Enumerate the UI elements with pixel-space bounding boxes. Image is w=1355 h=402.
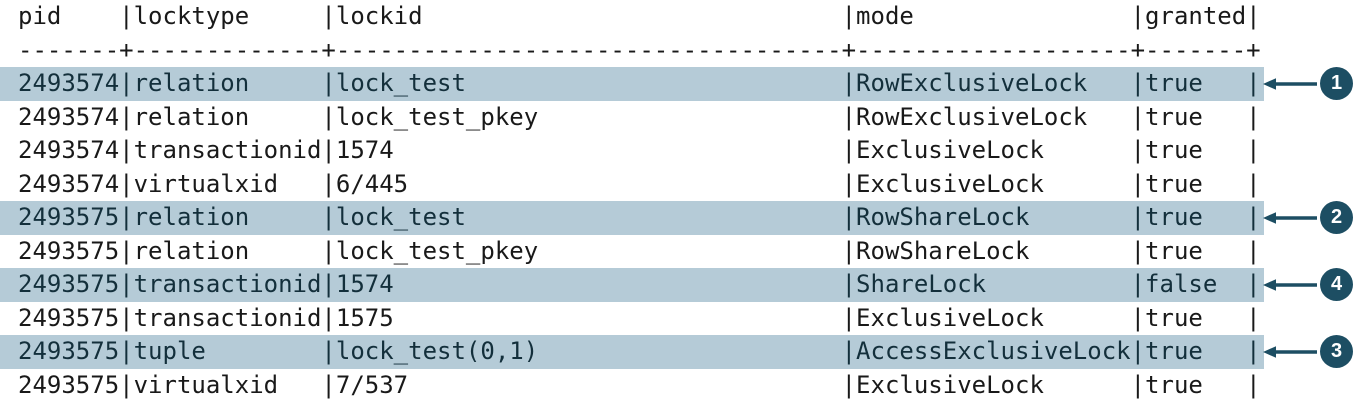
- table-row: 2493575|virtualxid |7/537 |ExclusiveLock…: [0, 369, 1264, 402]
- left-arrow-icon: [1263, 77, 1317, 90]
- table-row: 2493574|relation |lock_test |RowExclusiv…: [0, 67, 1353, 101]
- row-annotation: 2: [1263, 201, 1353, 235]
- table-row: 2493574|transactionid|1574 |ExclusiveLoc…: [0, 134, 1264, 168]
- row-text: 2493575|relation |lock_test |RowShareLoc…: [18, 203, 1261, 231]
- row-text: 2493575|transactionid|1575 |ExclusiveLoc…: [18, 303, 1261, 332]
- row-text: 2493575|transactionid|1574 |ShareLock |f…: [18, 270, 1261, 298]
- annotation-badge: 3: [1320, 335, 1353, 369]
- left-arrow-icon: [1263, 278, 1317, 291]
- table-row: 2493575|transactionid|1574 |ShareLock |f…: [0, 268, 1353, 302]
- annotation-badge: 2: [1320, 201, 1353, 235]
- separator-row: -------+-------------+------------------…: [0, 34, 1264, 68]
- row-text: 2493574|transactionid|1574 |ExclusiveLoc…: [18, 136, 1261, 164]
- row-text: 2493574|relation |lock_test_pkey |RowExc…: [18, 102, 1261, 131]
- left-arrow-icon: [1263, 345, 1317, 358]
- row-text: 2493575|virtualxid |7/537 |ExclusiveLock…: [18, 370, 1261, 399]
- row-annotation: 1: [1263, 67, 1353, 101]
- row-text: 2493575|tuple |lock_test(0,1) |AccessExc…: [18, 337, 1261, 365]
- table-row: 2493574|relation |lock_test_pkey |RowExc…: [0, 101, 1264, 135]
- row-annotation: 4: [1263, 268, 1353, 302]
- row-text: 2493574|relation |lock_test |RowExclusiv…: [18, 69, 1261, 97]
- row-text: 2493575|relation |lock_test_pkey |RowSha…: [18, 236, 1261, 265]
- row-annotation: 3: [1263, 335, 1353, 369]
- left-arrow-icon: [1263, 211, 1317, 224]
- table-row: 2493575|tuple |lock_test(0,1) |AccessExc…: [0, 335, 1353, 369]
- table-row: 2493574|virtualxid |6/445 |ExclusiveLock…: [0, 168, 1264, 202]
- row-text: pid |locktype |lockid |mode |granted|: [18, 2, 1261, 30]
- table-row: 2493575|relation |lock_test_pkey |RowSha…: [0, 235, 1264, 269]
- header-row: pid |locktype |lockid |mode |granted|: [0, 0, 1264, 34]
- row-text: 2493574|virtualxid |6/445 |ExclusiveLock…: [18, 169, 1261, 198]
- row-text: -------+-------------+------------------…: [18, 35, 1261, 64]
- annotation-badge: 1: [1320, 67, 1353, 101]
- table-row: 2493575|relation |lock_test |RowShareLoc…: [0, 201, 1353, 235]
- annotation-badge: 4: [1320, 268, 1353, 302]
- table-row: 2493575|transactionid|1575 |ExclusiveLoc…: [0, 302, 1264, 336]
